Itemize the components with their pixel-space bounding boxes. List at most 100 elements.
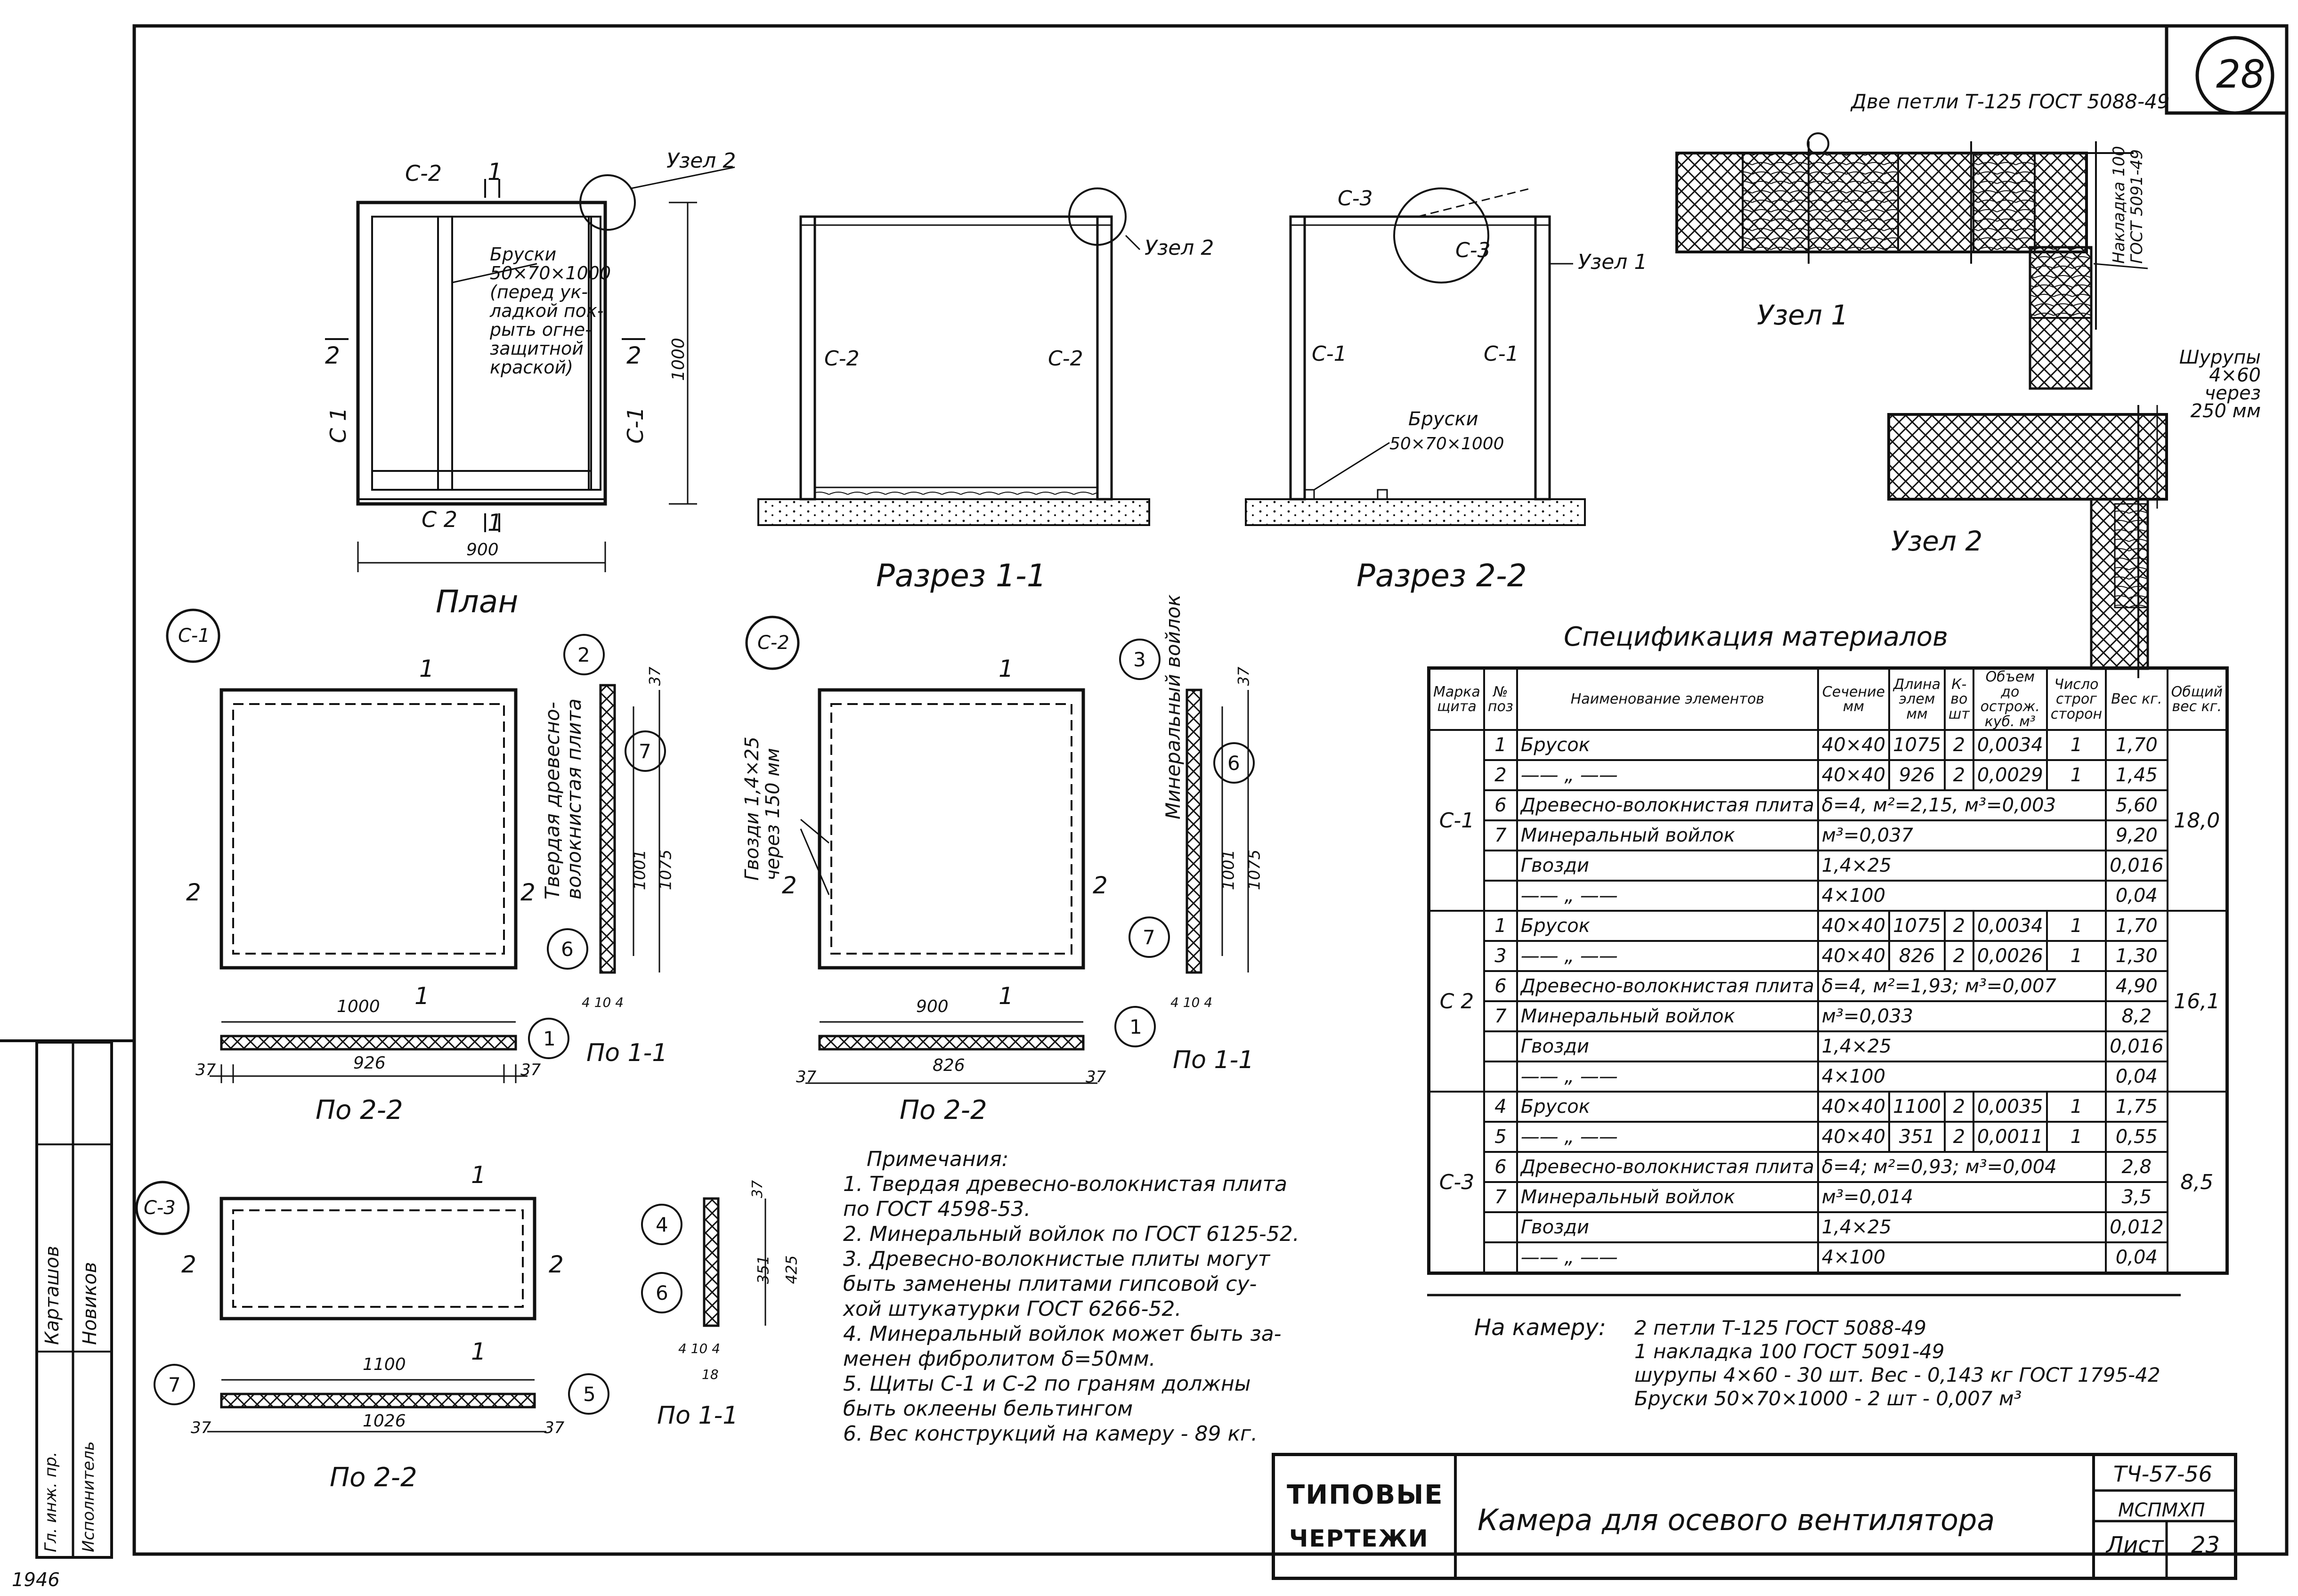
- spec-header-cell: Число строг сторон: [2046, 667, 2107, 731]
- title-block-grid: [1454, 1453, 2237, 1580]
- spec-weight: 3,5: [2105, 1181, 2168, 1213]
- spec-group-total: 18,0: [2166, 729, 2228, 912]
- spec-group-mark: С-3: [1428, 1091, 1485, 1274]
- spec-volume: 0,0035: [1972, 1091, 2048, 1123]
- spec-weight: 9,20: [2105, 819, 2168, 851]
- spec-name: —— „ ——: [1516, 940, 1819, 972]
- spec-merged-params: δ=4, м²=2,15, м³=0,003: [1817, 789, 2107, 821]
- c3-callout-4: 4: [656, 1213, 668, 1236]
- spec-weight: 1,30: [2105, 940, 2168, 972]
- spec-pos: 6: [1483, 1151, 1518, 1183]
- spec-pos: 6: [1483, 789, 1518, 821]
- s11-label-right: С-2: [1048, 347, 1083, 371]
- spec-pos: [1483, 1030, 1518, 1062]
- title-block-sheet-label: Лист: [2106, 1532, 2164, 1558]
- corner-mark: 1946: [12, 1569, 60, 1591]
- node-2-drawing: [1887, 405, 2168, 678]
- spec-length: 1075: [1888, 910, 1946, 942]
- spec-name: Древесно-волокнистая плита: [1516, 1151, 1819, 1183]
- spec-weight: 1,70: [2105, 729, 2168, 761]
- side-stamp-name-1: Карташов: [41, 1246, 63, 1345]
- spec-name: Гвозди: [1516, 1030, 1819, 1062]
- c1-dim-thk: 4 10 4: [582, 995, 624, 1010]
- c3-cut-mark-right: 2: [549, 1251, 564, 1278]
- spec-length: 1075: [1888, 729, 1946, 761]
- spec-name: Минеральный войлок: [1516, 1181, 1819, 1213]
- spec-section: 40×40: [1817, 729, 1891, 761]
- spec-pos: [1483, 850, 1518, 882]
- c1-dim-v-total: 1075: [656, 849, 675, 891]
- s22-title: Разрез 2-2: [1356, 558, 1527, 594]
- spec-merged-params: м³=0,037: [1817, 819, 2107, 851]
- c3-cut-mark-left: 2: [181, 1251, 196, 1278]
- spec-name: Гвозди: [1516, 850, 1819, 882]
- spec-group-total: 16,1: [2166, 910, 2228, 1093]
- spec-merged-params: δ=4, м²=1,93; м³=0,007: [1817, 970, 2107, 1002]
- c3-dim-edge-right: 37: [544, 1418, 565, 1437]
- c3-callout-5: 5: [583, 1383, 596, 1406]
- spec-pos: [1483, 1211, 1518, 1243]
- spec-header-row: Марка щита № поз Наименование элементов …: [1428, 667, 2228, 731]
- spec-group-mark: С 2: [1428, 910, 1485, 1093]
- node1-screws-note: Шурупы 4×60 через 250 мм: [2179, 347, 2261, 422]
- sheet-number: 28: [2216, 52, 2266, 97]
- c1-section-mark-bottom: 1: [414, 982, 430, 1010]
- c1-dim-v-inner: 1001: [630, 849, 650, 891]
- title-block-sheet-no: 23: [2191, 1532, 2220, 1558]
- plan-cut-mark-right: 2: [626, 342, 641, 369]
- s22-label-right: С-1: [1484, 342, 1519, 366]
- spec-merged-params: м³=0,033: [1817, 1000, 2107, 1032]
- spec-merged-params: 4×100: [1817, 880, 2107, 912]
- s22-label-c3-inner: С-3: [1455, 238, 1491, 262]
- spec-sides: 1: [2046, 940, 2107, 972]
- s11-title: Разрез 1-1: [876, 558, 1047, 594]
- spec-merged-params: 1,4×25: [1817, 1211, 2107, 1243]
- notes-block: Примечания: 1. Твердая древесно-волокнис…: [843, 1147, 1408, 1446]
- spec-section: 40×40: [1817, 910, 1891, 942]
- title-block: ТИПОВЫЕ ЧЕРТЕЖИ Камера для осевого венти…: [1272, 1453, 2237, 1580]
- spec-pos: 7: [1483, 819, 1518, 851]
- s22-bars-size: 50×70×1000: [1389, 434, 1504, 454]
- c2-callout-6: 6: [1227, 752, 1240, 775]
- c2-callout-1: 1: [1129, 1015, 1142, 1038]
- note-line: 6. Вес конструкций на камеру - 89 кг.: [843, 1422, 1258, 1446]
- spec-header-cell: Объем до острож. куб. м³: [1972, 667, 2048, 731]
- c2-tag: С-2: [757, 632, 789, 654]
- c2-dim-edge-right: 37: [1086, 1068, 1106, 1086]
- c1-tag: С-1: [178, 625, 210, 647]
- spec-group-total: 8,5: [2166, 1091, 2228, 1274]
- spec-weight: 8,2: [2105, 1000, 2168, 1032]
- note-line: 4. Минеральный войлок может быть за-: [843, 1322, 1282, 1346]
- section-1-1-drawing: [757, 187, 1150, 526]
- spec-volume: 0,0026: [1972, 940, 2048, 972]
- spec-pos: 4: [1483, 1091, 1518, 1123]
- spec-length: 926: [1888, 759, 1946, 791]
- c1-view-title: По 2-2: [316, 1095, 403, 1126]
- spec-qty: 2: [1943, 910, 1974, 942]
- spec-pos: 1: [1483, 729, 1518, 761]
- spec-header-cell: Длина элем мм: [1888, 667, 1946, 731]
- spec-header-cell: Наименование элементов: [1516, 667, 1819, 731]
- title-block-code: ТЧ-57-56: [2113, 1461, 2212, 1487]
- side-stamp-role-2: Исполнитель: [79, 1441, 98, 1552]
- c3-dim-edge-left: 37: [191, 1418, 211, 1437]
- spec-name: —— „ ——: [1516, 759, 1819, 791]
- spec-qty: 2: [1943, 729, 1974, 761]
- sheet-number-circle: [2195, 36, 2274, 115]
- title-block-left-2: ЧЕРТЕЖИ: [1289, 1525, 1429, 1552]
- spec-weight: 0,04: [2105, 1241, 2168, 1274]
- c2-cut-mark-left: 2: [782, 872, 797, 899]
- spec-group-mark: С-1: [1428, 729, 1485, 912]
- spec-section: 40×40: [1817, 759, 1891, 791]
- spec-volume: 0,0011: [1972, 1121, 2048, 1153]
- spec-weight: 0,04: [2105, 880, 2168, 912]
- spec-section: 40×40: [1817, 940, 1891, 972]
- note-line: 3. Древесно-волокнистые плиты могут: [843, 1247, 1270, 1271]
- plan-drawing: [325, 166, 735, 572]
- spec-pos: 3: [1483, 940, 1518, 972]
